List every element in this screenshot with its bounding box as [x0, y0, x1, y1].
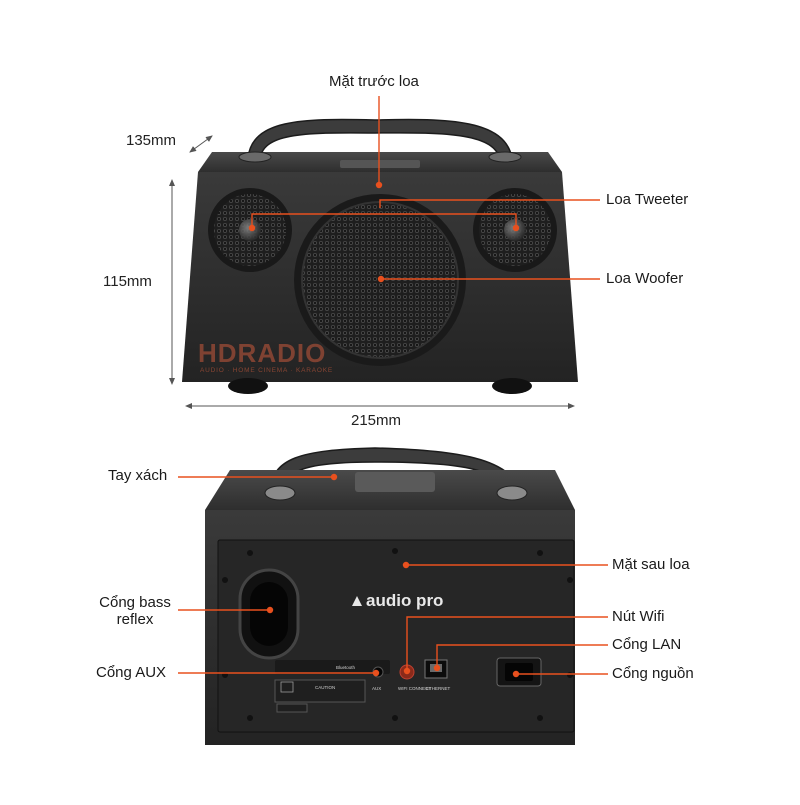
callout-wifi [406, 616, 608, 670]
dot-wifi [403, 667, 411, 675]
power-label: Cổng nguồn [612, 665, 694, 682]
handle-label: Tay xách [108, 467, 168, 484]
callout-lan [436, 644, 608, 667]
rating-sticker [276, 703, 308, 713]
tweeter-label: Loa Tweeter [606, 191, 689, 208]
dot-front-face [375, 181, 383, 189]
watermark-tagline: AUDIO · HOME CINEMA · KARAOKE [200, 367, 333, 374]
back-panel-label: Mặt sau loa [612, 556, 690, 573]
front-handle-mount-right [488, 151, 522, 163]
dot-tweeter-right [512, 224, 520, 232]
dot-handle [330, 473, 338, 481]
front-foot-right [492, 378, 532, 394]
rear-handle-mount-right [496, 485, 528, 501]
height-label: 115mm [103, 273, 152, 290]
aux-label: Cổng AUX [96, 664, 167, 681]
rear-top-panel [355, 472, 435, 492]
front-handle-mount-left [238, 151, 272, 163]
bass-reflex-label-line1: Cổng bass [99, 594, 171, 611]
lan-port-label: ETHERNET [426, 686, 451, 691]
dot-power [512, 670, 520, 678]
callout-lines [178, 96, 608, 675]
rear-handle-mount-left [264, 485, 296, 501]
ce-mark-icon [280, 681, 294, 693]
caution-sticker-text: CAUTION [315, 685, 335, 690]
bass-reflex-label-line2: reflex [116, 611, 154, 628]
audio-pro-logo: audio pro [352, 591, 443, 610]
dimension-lines [169, 135, 575, 409]
rear-screws [222, 548, 573, 721]
width-label: 215mm [351, 412, 402, 429]
wifi-button-label: WIFI CONNECT [398, 686, 431, 691]
woofer-label: Loa Woofer [606, 270, 684, 287]
callout-tweeter-main [379, 199, 600, 208]
rear-speaker: audio pro Bluetooth AUX WIFI CONNECT ETH… [205, 447, 575, 745]
lan-label: Cổng LAN [612, 636, 682, 653]
front-face-label: Mặt trước loa [329, 73, 419, 90]
power-inlet-socket [505, 663, 533, 681]
dot-tweeter-left [248, 224, 256, 232]
front-top-panel [340, 160, 420, 168]
aux-jack-label: AUX [372, 686, 381, 691]
callout-dots [248, 181, 520, 678]
front-foot-left [228, 378, 268, 394]
wifi-label: Nút Wifi [612, 608, 665, 625]
dot-aux [372, 669, 380, 677]
depth-arrow [189, 135, 213, 153]
callout-tweeter-bridge [251, 213, 517, 226]
caution-sticker [274, 679, 366, 703]
bluetooth-badge: Bluetooth [336, 665, 356, 670]
dot-woofer [377, 275, 385, 283]
bass-reflex-label: Cổng bass reflex [95, 594, 175, 628]
depth-label: 135mm [126, 132, 177, 149]
watermark-logo: HDRADIO [198, 338, 327, 368]
dot-bass-reflex [266, 606, 274, 614]
bass-reflex-inner [250, 582, 288, 646]
dot-back-panel [402, 561, 410, 569]
rear-badges [275, 660, 390, 674]
dot-lan [433, 664, 441, 672]
audio-pro-logo-text: audio pro [366, 591, 443, 610]
